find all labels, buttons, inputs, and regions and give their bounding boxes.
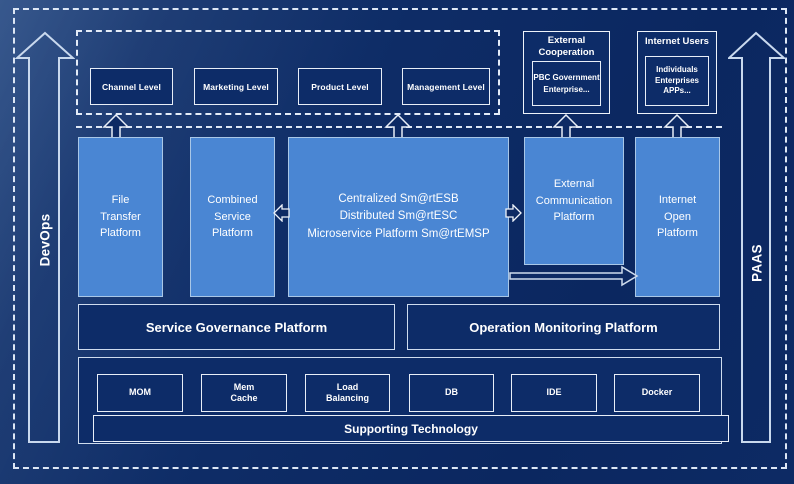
left-arrow-icon xyxy=(273,204,290,222)
devops-rail-label: DevOps xyxy=(37,213,53,267)
long-right-arrow-icon xyxy=(509,265,639,287)
operation-monitoring-platform-box: Operation Monitoring Platform xyxy=(407,304,720,350)
file-transfer-platform-box: File Transfer Platform xyxy=(78,137,163,297)
combined-service-platform-box: Combined Service Platform xyxy=(190,137,275,297)
tech-box-ide: IDE xyxy=(511,374,597,412)
channel-level-box: Channel Level xyxy=(90,68,173,105)
management-level-box: Management Level xyxy=(402,68,490,105)
internet-users-title: Internet Users xyxy=(645,36,709,47)
tech-box-mom: MOM xyxy=(97,374,183,412)
product-level-box: Product Level xyxy=(298,68,382,105)
external-cooperation-title: External Cooperation xyxy=(538,35,595,58)
right-arrow-icon xyxy=(505,204,522,222)
service-governance-platform-box: Service Governance Platform xyxy=(78,304,395,350)
tech-box-mem-cache: Mem Cache xyxy=(201,374,287,412)
tech-box-load-balancing: Load Balancing xyxy=(305,374,390,412)
external-cooperation-members: PBC Government Enterprise... xyxy=(532,61,601,106)
external-communication-platform-box: External Communication Platform xyxy=(524,137,624,265)
internet-open-platform-box: Internet Open Platform xyxy=(635,137,720,297)
devops-up-arrow-icon xyxy=(15,31,75,443)
paas-up-arrow-icon xyxy=(728,31,786,443)
outer-dashed-border xyxy=(13,8,787,469)
external-cooperation-box: External Cooperation PBC Government Ente… xyxy=(523,31,610,114)
internet-users-box: Internet Users Individuals Enterprises A… xyxy=(637,31,717,114)
levels-dashed-container xyxy=(76,30,500,115)
internet-users-members: Individuals Enterprises APPs... xyxy=(645,56,709,106)
tech-box-db: DB xyxy=(409,374,494,412)
paas-rail-label: PAAS xyxy=(749,244,765,282)
supporting-technology-bar: Supporting Technology xyxy=(93,415,729,442)
central-esb-platform-box: Centralized Sm@rtESB Distributed Sm@rtES… xyxy=(288,137,509,297)
marketing-level-box: Marketing Level xyxy=(194,68,278,105)
tech-box-docker: Docker xyxy=(614,374,700,412)
